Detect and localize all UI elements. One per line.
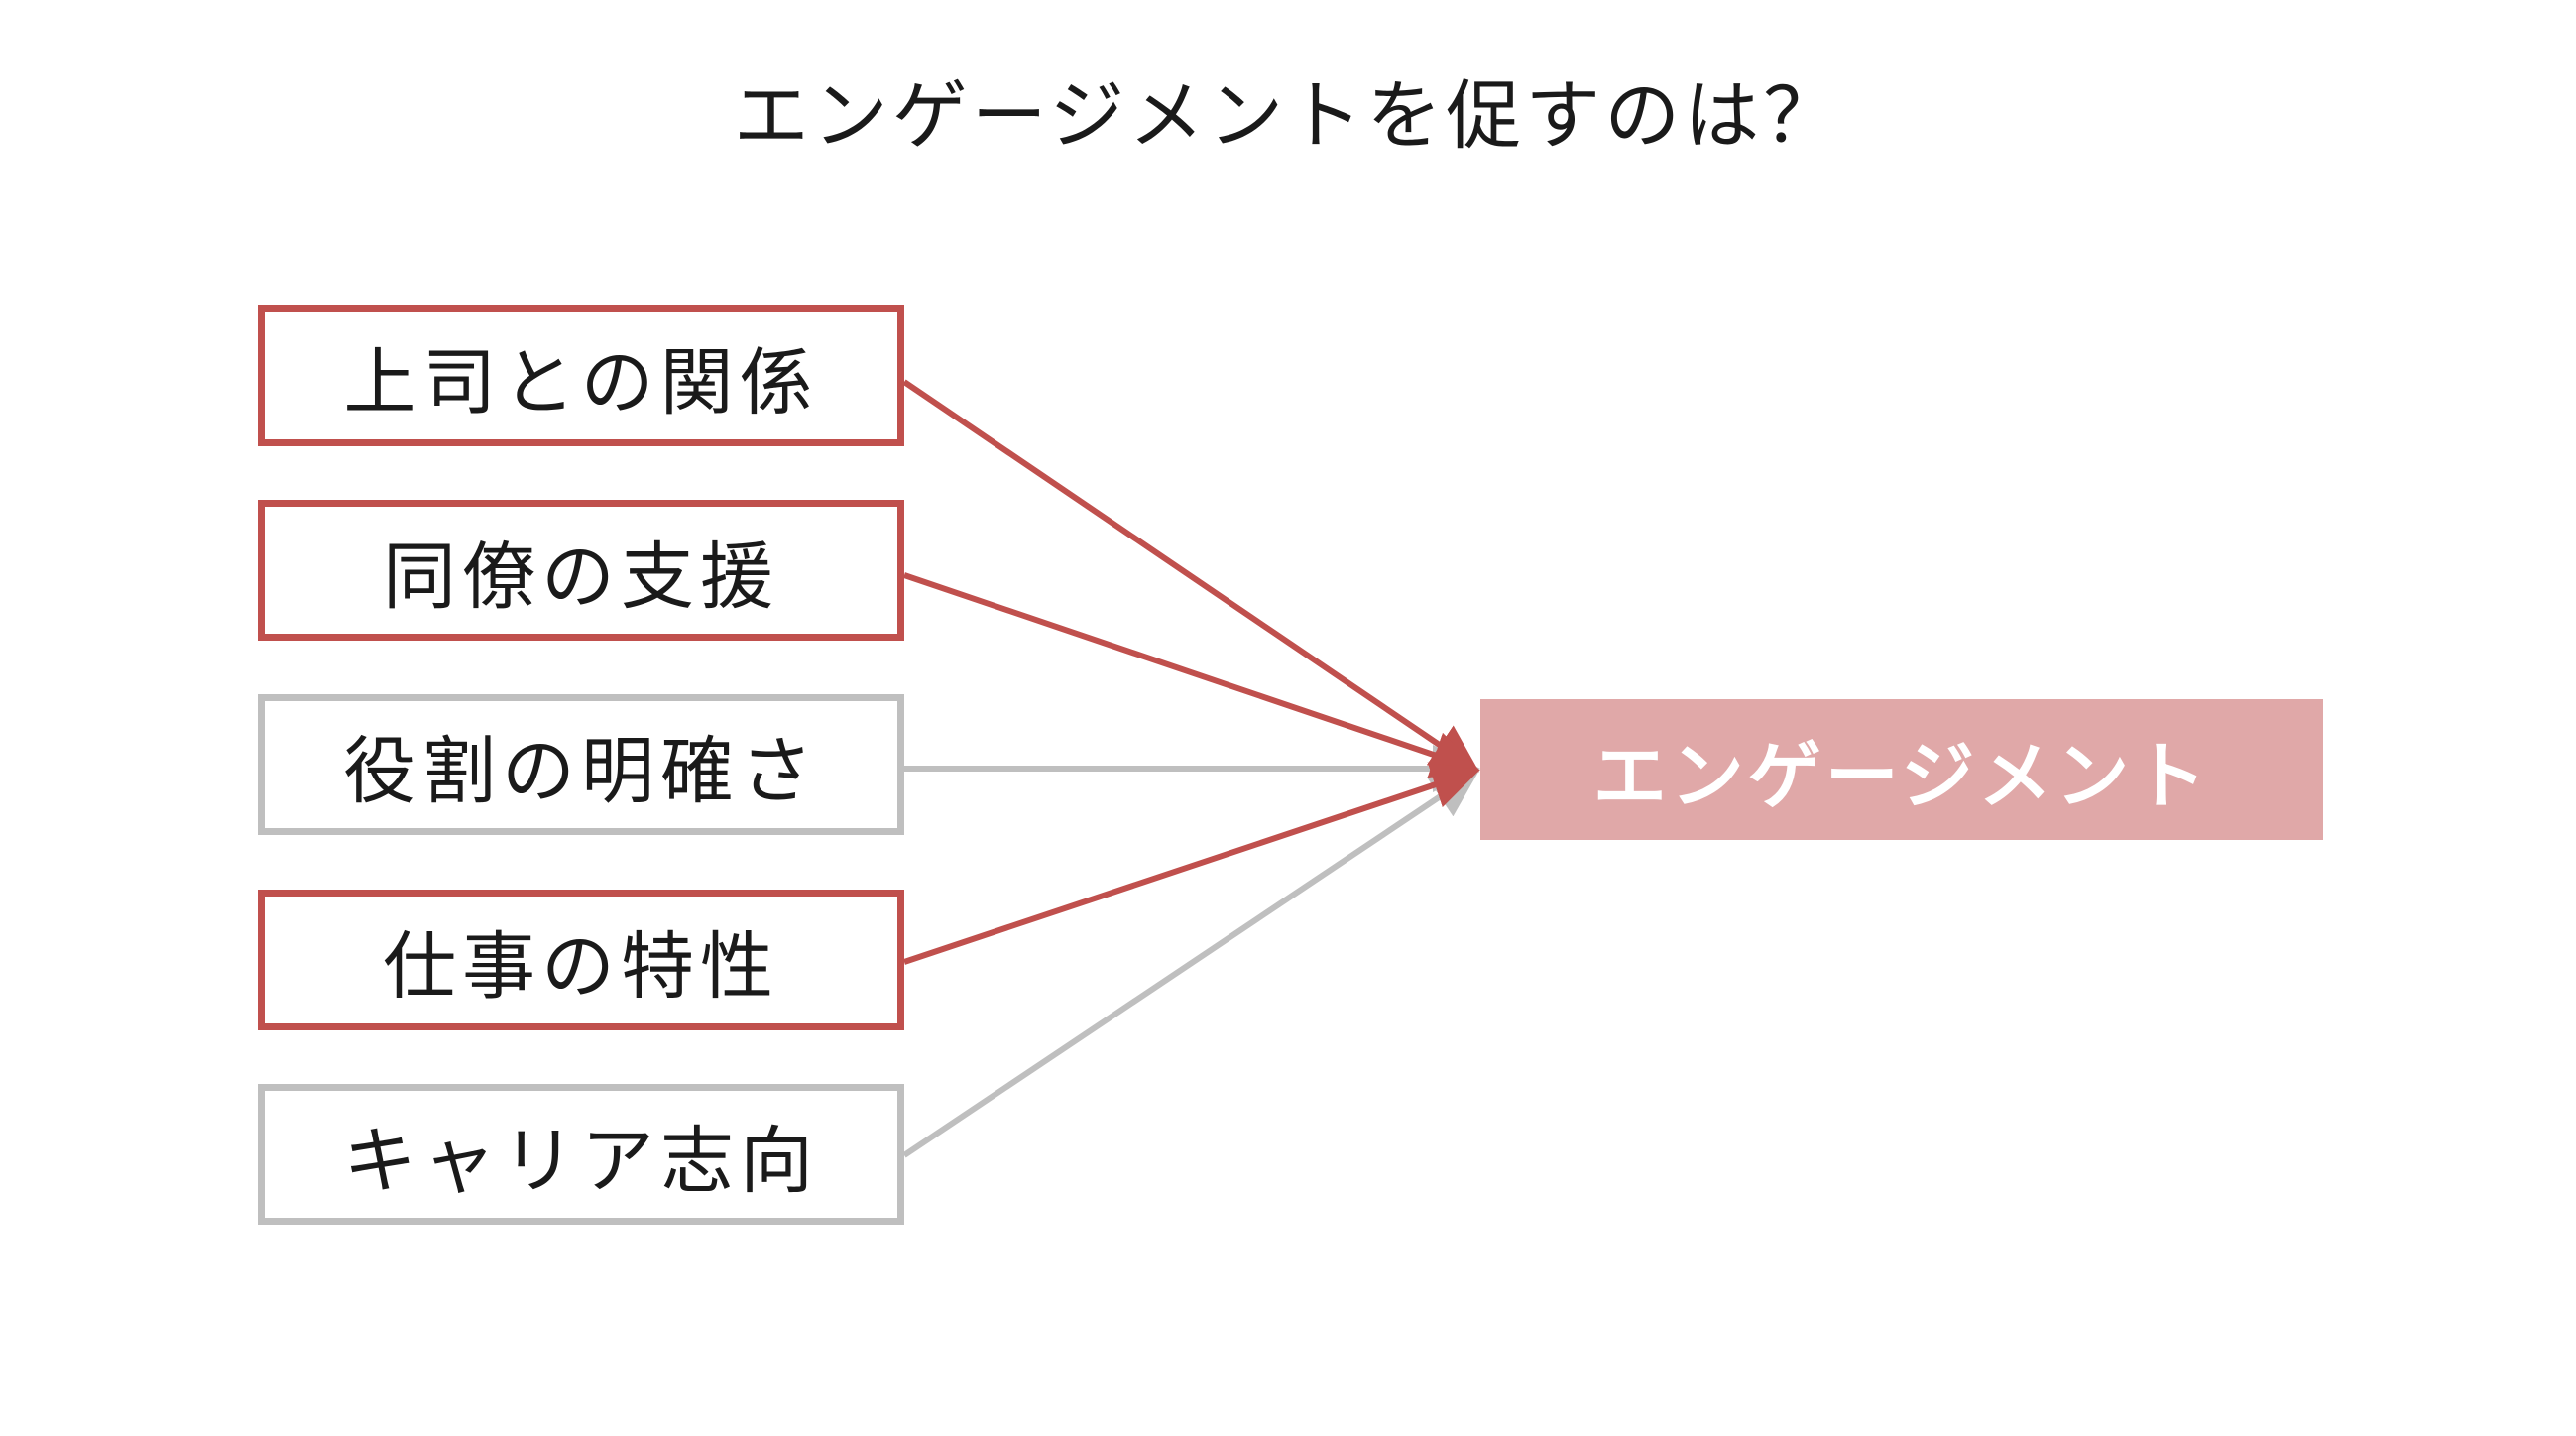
factor-label: 同僚の支援 <box>383 534 779 620</box>
factor-box-role-clarity: 役割の明確さ <box>258 694 904 835</box>
engagement-label: エンゲージメント <box>1592 733 2211 819</box>
factor-box-colleague-support: 同僚の支援 <box>258 500 904 641</box>
factor-box-career-orientation: キャリア志向 <box>258 1084 904 1225</box>
factor-box-job-characteristics: 仕事の特性 <box>258 890 904 1030</box>
factor-label: 仕事の特性 <box>383 923 779 1010</box>
arrow-job-to-engagement <box>903 762 1480 965</box>
engagement-box: エンゲージメント <box>1480 699 2323 840</box>
factor-label: 役割の明確さ <box>343 728 819 814</box>
factor-label: キャリア志向 <box>343 1118 819 1204</box>
page-title: エンゲージメントを促すのは？ <box>733 71 1843 160</box>
factor-box-manager-relationship: 上司との関係 <box>258 305 904 446</box>
arrow-career-to-engagement <box>902 770 1479 1158</box>
arrow-colleague-to-engagement <box>903 572 1480 778</box>
arrow-manager-to-engagement <box>902 379 1479 773</box>
factor-label: 上司との関係 <box>343 339 819 425</box>
